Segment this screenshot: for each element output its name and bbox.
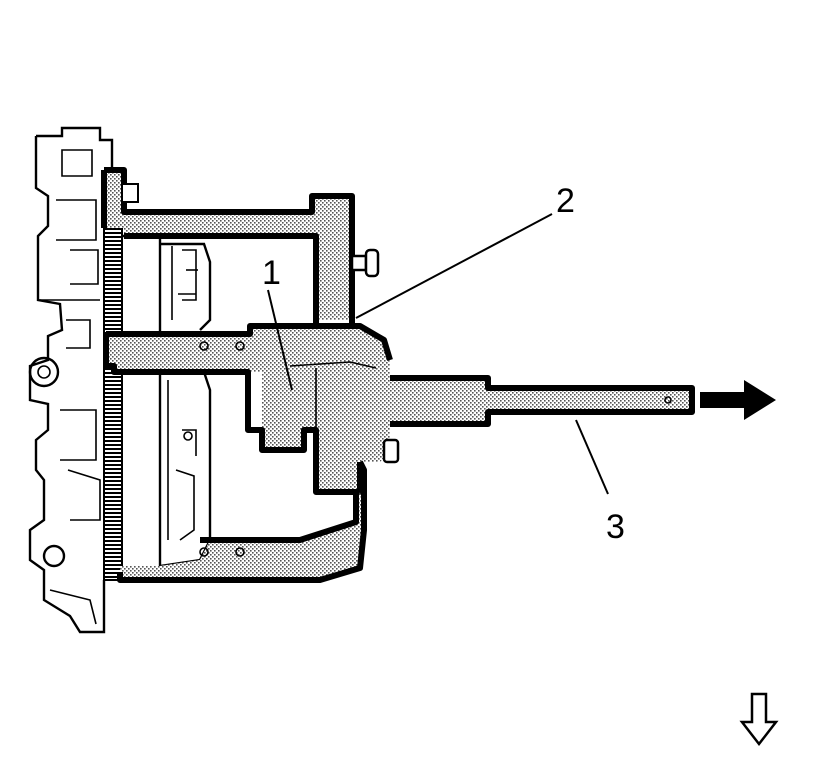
puller-lower-arm [117, 438, 400, 583]
puller-center-bar [103, 323, 393, 495]
forcing-screw [390, 375, 695, 427]
right-arrow-icon [700, 380, 776, 420]
leader-line-1 [267, 289, 293, 391]
callout-2: 2 [556, 182, 575, 220]
down-arrow-outline-icon [739, 692, 779, 747]
leader-lines [267, 213, 609, 495]
leader-line-2 [355, 213, 553, 319]
leader-line-3 [575, 419, 609, 495]
clutch-assembly [122, 234, 212, 574]
puller-upper-arm [101, 167, 380, 330]
callout-3: 3 [606, 508, 625, 546]
engine-block [28, 126, 114, 634]
callout-1: 1 [262, 254, 281, 292]
flywheel-ring-gear [103, 227, 123, 581]
